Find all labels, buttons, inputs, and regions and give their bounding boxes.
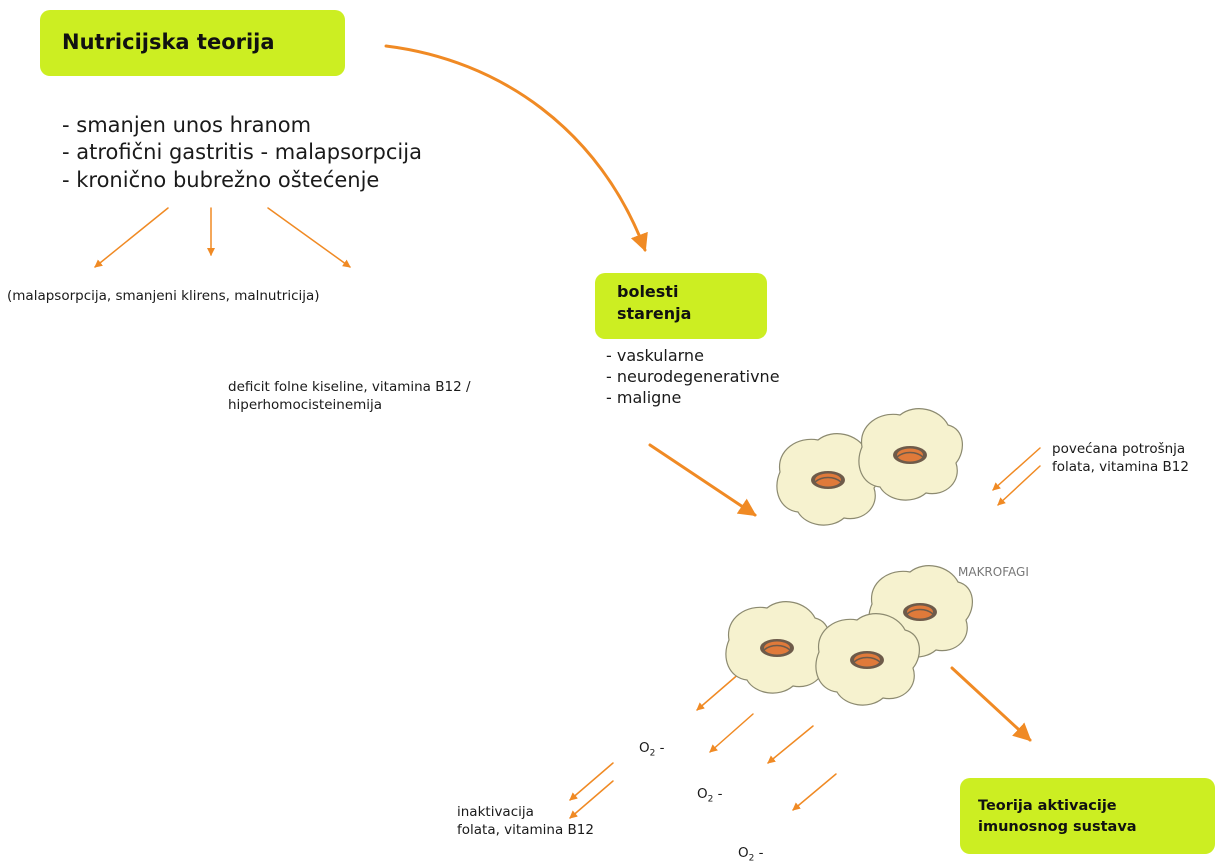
superoxide-label: O2 - bbox=[697, 786, 723, 805]
aging-diseases-title-line-2: starenja bbox=[617, 303, 692, 323]
curved-arrow-to-aging bbox=[384, 44, 648, 252]
superoxide-arrow-2 bbox=[709, 713, 754, 753]
inactivation-line-2: folata, vitamina B12 bbox=[457, 822, 594, 839]
cause-arrow-left bbox=[94, 207, 169, 268]
immune-theory-line-2: imunosnog sustava bbox=[978, 819, 1137, 836]
disease-item: - maligne bbox=[606, 387, 682, 407]
superoxide-arrow-1 bbox=[696, 671, 742, 711]
consumption-arrow-2 bbox=[997, 465, 1041, 506]
consumption-arrow-1 bbox=[992, 447, 1041, 491]
inactivation-text: inaktivacija folata, vitamina B12 bbox=[457, 803, 594, 839]
nutrition-causes-list: - smanjen unos hranom - atrofični gastri… bbox=[62, 112, 422, 194]
deficit-line-2: hiperhomocisteinemija bbox=[228, 397, 383, 414]
consumption-text: povećana potrošnja folata, vitamina B12 bbox=[1052, 440, 1189, 476]
macrophage-cell-icon bbox=[858, 407, 964, 501]
immune-theory-box: Teorija aktivacije imunosnog sustava bbox=[960, 778, 1215, 854]
superoxide-label: O2 - bbox=[738, 845, 764, 864]
nutrition-theory-title: Nutricijska teorija bbox=[62, 30, 275, 54]
consumption-line-2: folata, vitamina B12 bbox=[1052, 459, 1189, 476]
immune-theory-line-1: Teorija aktivacije bbox=[978, 798, 1117, 814]
superoxide-arrow-4 bbox=[792, 773, 837, 811]
cause-item: - smanjen unos hranom bbox=[62, 113, 312, 137]
aging-diseases-list: - vaskularne - neurodegenerativne - mali… bbox=[606, 346, 780, 408]
superoxide-label: O2 - bbox=[639, 740, 665, 759]
disease-item: - neurodegenerativne bbox=[606, 366, 780, 386]
arrow-diseases-to-macrophages bbox=[648, 443, 757, 517]
superoxide-arrow-3 bbox=[767, 725, 814, 764]
macrophage-cell-icon bbox=[725, 600, 831, 694]
inactivation-arrow-1 bbox=[569, 762, 614, 801]
nutrition-theory-box: Nutricijska teorija bbox=[40, 10, 345, 76]
inactivation-arrow-2 bbox=[569, 780, 614, 819]
disease-item: - vaskularne bbox=[606, 346, 704, 365]
immune-theory-title: Teorija aktivacije imunosnog sustava bbox=[978, 796, 1137, 838]
inactivation-line-1: inaktivacija bbox=[457, 804, 534, 820]
deficit-text: deficit folne kiseline, vitamina B12 / h… bbox=[228, 378, 471, 414]
cause-item: - atrofični gastritis - malapsorpcija bbox=[62, 140, 422, 165]
macrophages-label: MAKROFAGI bbox=[958, 565, 1029, 579]
cause-arrow-right bbox=[267, 207, 351, 268]
consumption-line-1: povećana potrošnja bbox=[1052, 441, 1186, 457]
aging-diseases-title-line-1: bolesti bbox=[617, 282, 679, 301]
nutrition-effects: (malapsorpcija, smanjeni klirens, malnut… bbox=[7, 288, 320, 304]
deficit-line-1: deficit folne kiseline, vitamina B12 / bbox=[228, 379, 471, 395]
aging-diseases-title: bolesti starenja bbox=[617, 281, 691, 324]
cause-item: - kronično bubrežno oštećenje bbox=[62, 167, 380, 192]
macrophage-cell-icon bbox=[815, 612, 921, 706]
aging-diseases-box: bolesti starenja bbox=[595, 273, 767, 339]
arrow-macrophages-to-immune bbox=[950, 666, 1032, 742]
